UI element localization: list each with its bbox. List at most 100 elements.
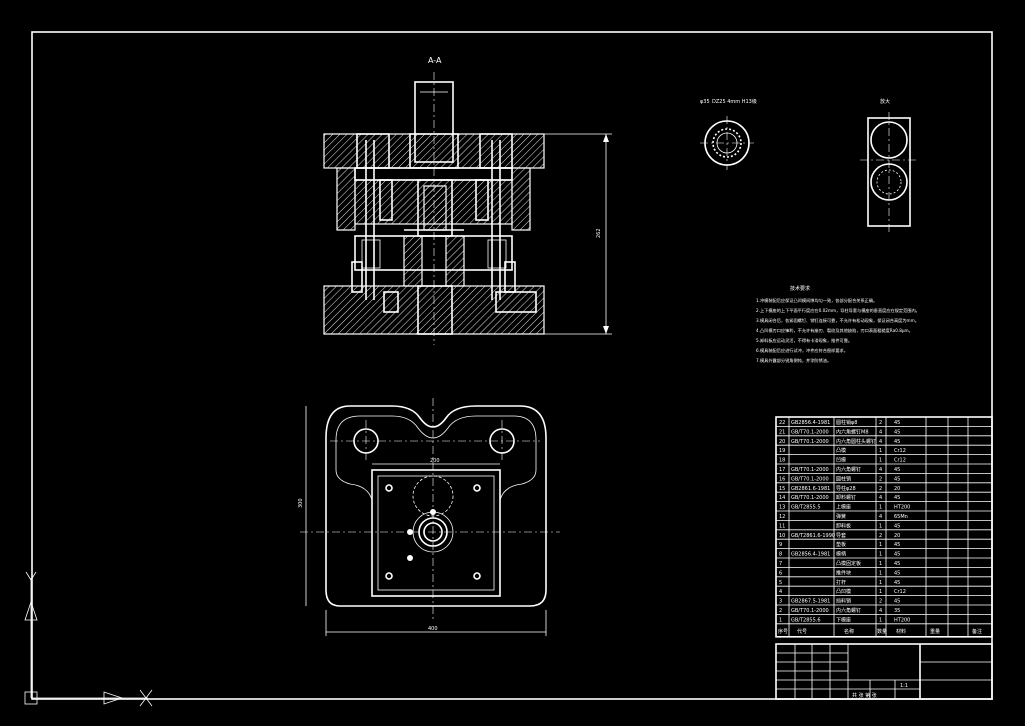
- bom-cell-name: 卸料板: [836, 522, 851, 529]
- bom-cell-mat: 45: [894, 552, 900, 558]
- bom-cell-mat: 35: [894, 608, 900, 614]
- bom-cell-code: GB/T70.1-2000: [791, 476, 829, 482]
- bom-cell-no: 20: [779, 439, 785, 445]
- bom-cell-name: 凹模: [836, 457, 846, 464]
- title-block: 1:1 共 张 第 张: [775, 643, 993, 700]
- bom-cell-code: GB/T70.1-2000: [791, 439, 829, 445]
- bom-cell-no: 14: [779, 495, 785, 501]
- bom-cell-code: GB/T70.1-2000: [791, 467, 829, 473]
- bom-cell-name: 打杆: [836, 579, 846, 586]
- bom-cell-no: 15: [779, 486, 785, 492]
- bom-header-qty: 数量: [877, 628, 887, 635]
- detail-part-round: φ35 DZ25 4mm H13级: [700, 98, 757, 170]
- bom-header-code: 代号: [797, 628, 807, 635]
- bom-cell-no: 13: [779, 505, 785, 511]
- bom-cell-mat: HT200: [894, 505, 910, 511]
- bom-cell-no: 18: [779, 458, 785, 464]
- bom-cell-no: 10: [779, 533, 785, 539]
- bom-cell-qty: 4: [879, 514, 882, 520]
- bom-cell-qty: 2: [879, 533, 882, 539]
- detail-label: φ35: [700, 99, 710, 105]
- bom-cell-qty: 4: [879, 467, 882, 473]
- ucs-icon: [24, 571, 153, 707]
- note-3: 3.模具闭合后，各紧固螺钉、销钉连接可靠，不允许有松动现象，保证闭合高度为mm。: [756, 317, 919, 324]
- bom-cell-mat: 45: [894, 467, 900, 473]
- bom-cell-qty: 1: [879, 580, 882, 586]
- bom-cell-no: 16: [779, 476, 785, 482]
- detail-sub-label: DZ25 4mm H13级: [712, 98, 757, 105]
- bom-cell-qty: 1: [879, 561, 882, 567]
- bom-cell-name: 凸凹模: [836, 588, 851, 595]
- bom-cell-mat: 45: [894, 542, 900, 548]
- plan-view: 400 300 200: [298, 398, 560, 636]
- drawing-border: [31, 31, 993, 700]
- bom-header-name: 名称: [844, 628, 854, 635]
- bom-cell-name: 弹簧: [836, 513, 846, 520]
- notes-title: 技术要求: [790, 285, 810, 292]
- bom-cell-name: 内六角螺钉M8: [836, 428, 869, 435]
- bom-header-mat: 材料: [896, 628, 906, 635]
- bom-cell-no: 8: [779, 552, 782, 558]
- note-4: 4.凸凹模刃口应锋利，不允许有崩刃、裂纹及其他缺陷，刃口表面粗糙度Ra0.8μm…: [756, 327, 913, 334]
- bom-cell-mat: 45: [894, 429, 900, 435]
- bom-cell-mat: 45: [894, 580, 900, 586]
- bom-cell-qty: 1: [879, 523, 882, 529]
- height-dimension: 262: [596, 228, 602, 238]
- bom-cell-qty: 2: [879, 599, 882, 605]
- note-6: 6.模具装配后应进行试冲，冲件应符合图样要求。: [756, 347, 848, 354]
- bom-cell-name: 推件块: [836, 569, 851, 576]
- bom-cell-no: 17: [779, 467, 785, 473]
- bom-cell-no: 19: [779, 448, 785, 454]
- bom-cell-name: 模柄: [836, 551, 846, 558]
- bom-cell-mat: HT200: [894, 617, 910, 623]
- bom-cell-name: 导柱φ28: [836, 485, 856, 492]
- bom-header-note: 备注: [972, 628, 982, 635]
- note-2: 2.上下模座的上下平面平行度应在0.02mm，导柱导套与模座的垂直度应在规定范围…: [756, 307, 920, 314]
- bom-cell-name: 卸料螺钉: [836, 494, 856, 501]
- bom-cell-mat: 45: [894, 495, 900, 501]
- bom-cell-qty: 4: [879, 495, 882, 501]
- section-view-aa: A-A: [323, 56, 612, 345]
- bom-cell-name: 内六角螺钉: [836, 466, 861, 473]
- bom-cell-code: GB/T2855.6: [791, 617, 821, 623]
- bom-cell-qty: 1: [879, 570, 882, 576]
- bom-cell-mat: 45: [894, 439, 900, 445]
- bom-cell-mat: Cr12: [894, 448, 906, 454]
- bom-cell-code: GB2856.4-1981: [791, 420, 830, 426]
- bom-cell-code: GB/T70.1-2000: [791, 495, 829, 501]
- sheet-info: 共 张 第 张: [852, 692, 877, 699]
- bom-cell-name: 挡料销: [836, 598, 851, 605]
- bom-cell-name: 下模座: [836, 616, 851, 623]
- bom-cell-name: 圆柱销φ8: [836, 419, 857, 426]
- bom-cell-mat: 45: [894, 476, 900, 482]
- bom-cell-name: 内六角圆柱头螺钉: [836, 438, 876, 445]
- bom-cell-no: 9: [779, 542, 782, 548]
- bom-cell-code: GB2861.6-1981: [791, 486, 830, 492]
- note-7: 7.模具外露部分锐角倒钝，并涂防锈油。: [756, 357, 831, 364]
- detail-right-label: 放大: [880, 98, 890, 105]
- scale-value: 1:1: [900, 683, 908, 689]
- technical-notes: 技术要求 1.冲模装配后应保证凸凹模间隙均匀一致，各部分配合关系正确。 2.上下…: [756, 285, 920, 364]
- bom-cell-qty: 1: [879, 552, 882, 558]
- bom-cell-qty: 4: [879, 608, 882, 614]
- bom-cell-qty: 1: [879, 589, 882, 595]
- depth-dimension: 300: [298, 498, 304, 508]
- bom-cell-mat: 45: [894, 561, 900, 567]
- note-1: 1.冲模装配后应保证凸凹模间隙均匀一致，各部分配合关系正确。: [756, 297, 877, 304]
- bom-cell-mat: Cr12: [894, 458, 906, 464]
- bom-cell-qty: 1: [879, 542, 882, 548]
- bom-cell-no: 2: [779, 608, 782, 614]
- bom-cell-name: 垫板: [836, 541, 846, 548]
- bom-cell-name: 上模座: [836, 504, 851, 511]
- bom-cell-no: 21: [779, 429, 785, 435]
- bom-cell-name: 导套: [836, 532, 846, 539]
- bom-cell-qty: 4: [879, 429, 882, 435]
- bom-cell-name: 凸模固定板: [836, 560, 861, 567]
- bom-cell-no: 6: [779, 570, 782, 576]
- width-dimension: 400: [428, 626, 438, 632]
- detail-part-side: 放大: [860, 98, 918, 232]
- bom-cell-qty: 2: [879, 476, 882, 482]
- bom-cell-qty: 1: [879, 505, 882, 511]
